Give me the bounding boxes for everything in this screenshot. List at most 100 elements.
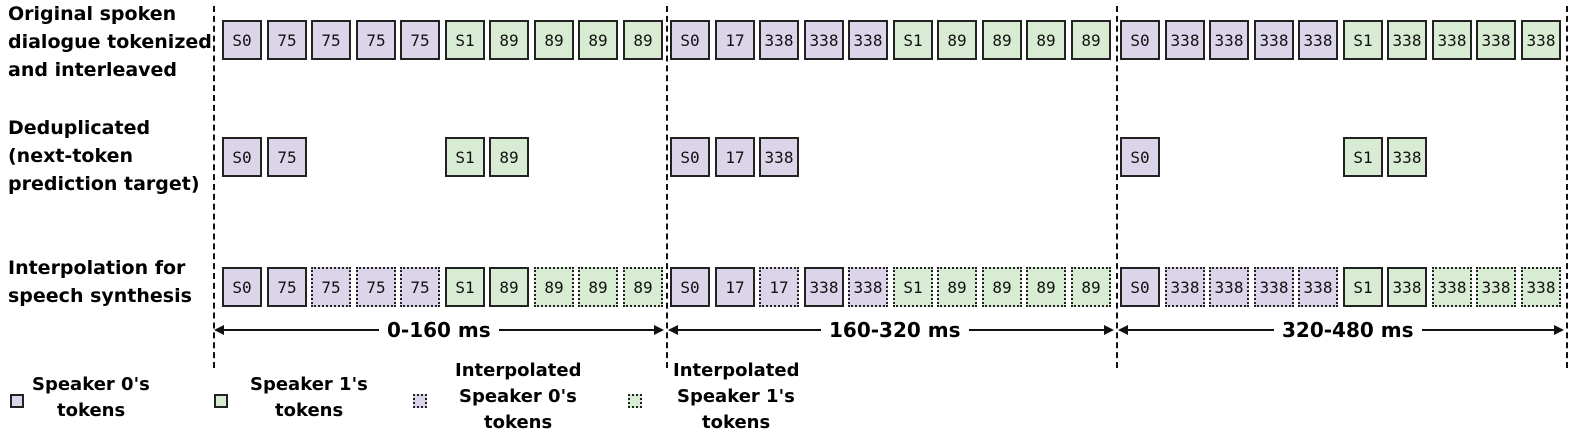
token-original: 338: [1387, 20, 1427, 60]
legend-label-s0: tokens: [57, 400, 126, 421]
token-interp: 338: [1254, 267, 1294, 307]
row-label-dedup: (next-token: [8, 145, 133, 167]
token-original: 17: [715, 20, 755, 60]
token-dedup: S0: [1120, 137, 1160, 177]
token-original: S1: [893, 20, 933, 60]
token-interp: 89: [1026, 267, 1066, 307]
token-original: 89: [1026, 20, 1066, 60]
row-label-original: dialogue tokenized: [8, 31, 212, 53]
legend-label-s1: Speaker 1's: [250, 374, 368, 395]
legend-label-s1: tokens: [275, 400, 344, 421]
segment-divider: [1566, 6, 1568, 368]
arrowhead-left: [668, 325, 678, 335]
token-original: 89: [982, 20, 1022, 60]
token-interp: 17: [715, 267, 755, 307]
token-interp: 75: [267, 267, 307, 307]
token-original: 338: [1521, 20, 1561, 60]
token-dedup: 338: [1387, 137, 1427, 177]
time-label: 160-320 ms: [821, 318, 969, 342]
token-interp: S1: [1343, 267, 1383, 307]
token-original: S0: [1120, 20, 1160, 60]
token-original: 89: [623, 20, 663, 60]
legend-label-i1: Interpolated: [673, 360, 800, 381]
row-label-dedup: Deduplicated: [8, 117, 151, 139]
token-original: 338: [1476, 20, 1516, 60]
token-interp: 17: [759, 267, 799, 307]
segment-divider: [666, 6, 668, 368]
token-original: 75: [267, 20, 307, 60]
token-original: 338: [1298, 20, 1338, 60]
segment-divider: [213, 6, 215, 368]
token-original: 75: [356, 20, 396, 60]
token-interp: 89: [1071, 267, 1111, 307]
token-original: 75: [400, 20, 440, 60]
token-original: 75: [311, 20, 351, 60]
token-original: 338: [759, 20, 799, 60]
token-dedup: S0: [222, 137, 262, 177]
token-interp: 89: [578, 267, 618, 307]
token-dedup: S1: [1343, 137, 1383, 177]
token-original: 89: [578, 20, 618, 60]
token-interp: S1: [893, 267, 933, 307]
arrowhead-right: [1554, 325, 1564, 335]
legend-label-i1: Speaker 1's: [677, 386, 795, 407]
time-label: 320-480 ms: [1274, 318, 1422, 342]
token-interp: 75: [356, 267, 396, 307]
token-interp: 338: [1432, 267, 1472, 307]
token-original: 338: [1165, 20, 1205, 60]
token-original: 338: [804, 20, 844, 60]
row-label-original: and interleaved: [8, 59, 178, 81]
legend-label-i0: Interpolated: [455, 360, 582, 381]
arrowhead-right: [1104, 325, 1114, 335]
token-original: 89: [937, 20, 977, 60]
arrowhead-left: [214, 325, 224, 335]
token-interp: 89: [534, 267, 574, 307]
token-interp: 89: [982, 267, 1022, 307]
token-interp: 338: [1521, 267, 1561, 307]
token-original: 89: [1071, 20, 1111, 60]
token-original: 338: [848, 20, 888, 60]
token-interp: 89: [623, 267, 663, 307]
token-interp: 338: [848, 267, 888, 307]
legend-swatch-s0: [10, 394, 24, 408]
token-interp: S1: [445, 267, 485, 307]
token-original: 338: [1209, 20, 1249, 60]
token-dedup: 17: [715, 137, 755, 177]
token-dedup: S0: [670, 137, 710, 177]
token-original: S0: [222, 20, 262, 60]
token-interp: 75: [400, 267, 440, 307]
token-interp: 89: [937, 267, 977, 307]
legend-label-i0: tokens: [484, 412, 553, 433]
token-original: S1: [445, 20, 485, 60]
row-label-interp: Interpolation for: [8, 257, 186, 279]
token-interp: 338: [1209, 267, 1249, 307]
row-label-interp: speech synthesis: [8, 285, 192, 307]
token-original: 338: [1254, 20, 1294, 60]
legend-label-i1: tokens: [702, 412, 771, 433]
token-original: 89: [534, 20, 574, 60]
token-dedup: 338: [759, 137, 799, 177]
token-interp: 75: [311, 267, 351, 307]
legend-label-s0: Speaker 0's: [32, 374, 150, 395]
token-original: 338: [1432, 20, 1472, 60]
arrowhead-left: [1118, 325, 1128, 335]
token-dedup: 75: [267, 137, 307, 177]
row-label-original: Original spoken: [8, 3, 177, 25]
arrowhead-right: [654, 325, 664, 335]
token-interp: S0: [670, 267, 710, 307]
token-interp: 338: [1165, 267, 1205, 307]
token-original: 89: [489, 20, 529, 60]
legend-swatch-i1: [628, 394, 642, 408]
token-dedup: 89: [489, 137, 529, 177]
token-interp: 338: [1387, 267, 1427, 307]
token-original: S0: [670, 20, 710, 60]
segment-divider: [1116, 6, 1118, 368]
token-interp: 338: [804, 267, 844, 307]
token-interp: 338: [1298, 267, 1338, 307]
token-interp: 338: [1476, 267, 1516, 307]
time-label: 0-160 ms: [379, 318, 499, 342]
token-interp: 89: [489, 267, 529, 307]
token-interp: S0: [222, 267, 262, 307]
token-interp: S0: [1120, 267, 1160, 307]
token-original: S1: [1343, 20, 1383, 60]
